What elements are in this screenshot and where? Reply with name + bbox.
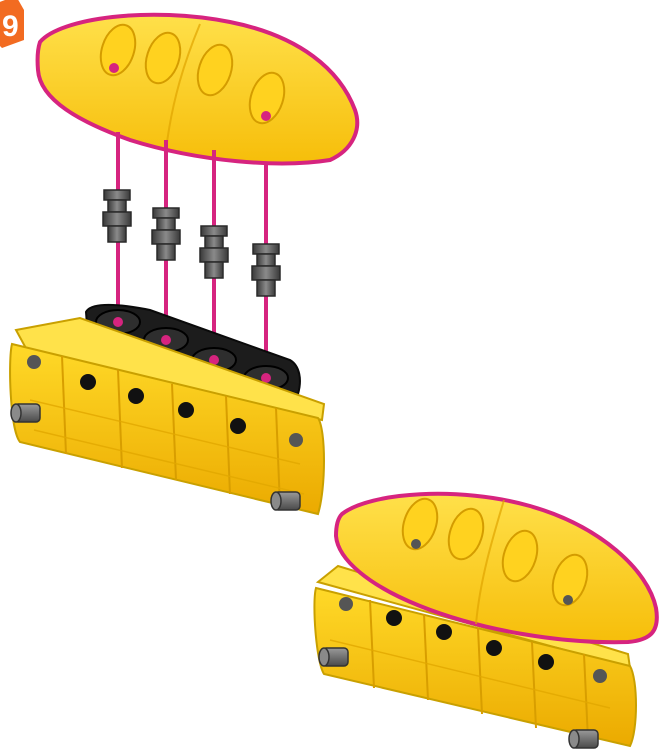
axle-icon [11, 404, 40, 422]
connector-pin-icon [252, 244, 280, 296]
connector-pin-icon [152, 208, 180, 260]
axle-icon [569, 730, 598, 748]
axle-icon [271, 492, 300, 510]
connector-pin-icon [103, 190, 131, 242]
axle-icon [319, 648, 348, 666]
step-number: 9 [2, 10, 19, 43]
step-badge: 9 [0, 0, 24, 48]
top-oval-cap [38, 15, 358, 164]
connector-pin-icon [200, 226, 228, 278]
connector-pins [103, 190, 280, 296]
